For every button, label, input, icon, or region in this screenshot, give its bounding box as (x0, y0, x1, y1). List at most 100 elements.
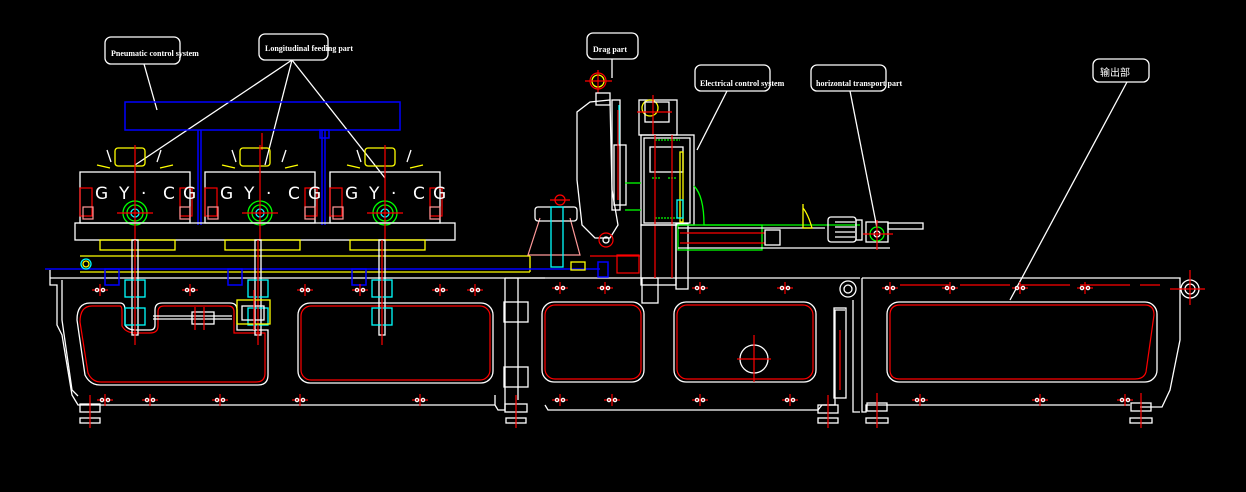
leader-line (291, 59, 386, 179)
bolt-marker (692, 394, 708, 406)
leader-line (134, 59, 293, 166)
bolt-hole (300, 397, 306, 403)
bolt-hole (434, 287, 440, 293)
leveling-foot (504, 395, 528, 428)
leveling-foot (817, 395, 839, 428)
bolt-marker (212, 394, 228, 406)
bolt-hole (694, 397, 700, 403)
bolt-marker (142, 394, 158, 406)
head-letter: Y (118, 184, 130, 204)
callout-horizontal: horizontal transport part (810, 64, 903, 229)
leader-line (264, 59, 293, 166)
lift-columns (104, 239, 393, 345)
callout-box (104, 36, 181, 65)
bolt-hole (299, 287, 305, 293)
callout-output: 输出部 (1009, 58, 1150, 301)
head-letter: · (141, 184, 146, 204)
bolt-hole (94, 287, 100, 293)
bolt-hole (190, 287, 196, 293)
bolt-marker (297, 284, 313, 296)
horizontal-transport (677, 204, 924, 251)
bolt-markers (92, 282, 1133, 406)
head-letter: Y (243, 184, 255, 204)
frame-middle (503, 277, 860, 428)
callout-drag: Drag part (586, 32, 639, 78)
bolt-hole (605, 285, 611, 291)
callout-label: horizontal transport part (816, 79, 903, 88)
callout-electrical: Electrical control system (694, 64, 785, 151)
head-letter: · (266, 184, 271, 204)
bolt-hole (420, 397, 426, 403)
bolt-hole (700, 397, 706, 403)
bolt-hole (1040, 397, 1046, 403)
bolt-marker (1012, 282, 1028, 294)
bolt-hole (700, 285, 706, 291)
bolt-hole (560, 285, 566, 291)
leader-line (696, 90, 728, 151)
bolt-hole (790, 397, 796, 403)
lift-column (351, 239, 393, 345)
side-cylinder (179, 187, 193, 217)
bolt-hole (360, 287, 366, 293)
side-block (207, 206, 219, 220)
leader-line (1009, 81, 1128, 301)
bolt-hole (1125, 397, 1131, 403)
bolt-hole (99, 397, 105, 403)
bolt-hole (1085, 285, 1091, 291)
bolt-hole (1119, 397, 1125, 403)
bolt-hole (890, 285, 896, 291)
bolt-hole (785, 285, 791, 291)
bolt-marker (182, 284, 198, 296)
drag-part (527, 70, 640, 278)
leveling-foot (865, 393, 889, 428)
bolt-hole (294, 397, 300, 403)
side-block (332, 206, 344, 220)
pneumatic-fitting (351, 268, 367, 286)
bolt-hole (305, 287, 311, 293)
lift-column (227, 239, 269, 345)
bolt-hole (354, 287, 360, 293)
callout-label: Electrical control system (700, 79, 785, 88)
guide-bracket (106, 149, 162, 163)
bolt-hole (469, 287, 475, 293)
bolt-marker (1117, 394, 1133, 406)
head-letter: G (183, 184, 196, 204)
pneumatic-fitting (104, 268, 120, 286)
bolt-hole (554, 285, 560, 291)
leader-line (143, 63, 158, 111)
head-letter: G (345, 184, 358, 204)
bolt-marker (352, 284, 368, 296)
bolt-marker (1032, 394, 1048, 406)
frame-left (49, 270, 528, 428)
guide-bracket (231, 149, 287, 163)
bolt-hole (606, 397, 612, 403)
bolt-hole (184, 287, 190, 293)
callout-label: Pneumatic control system (111, 49, 199, 58)
bolt-marker (292, 394, 308, 406)
lift-column (104, 239, 146, 345)
pneumatic-manifold (124, 101, 401, 225)
frame-output (839, 270, 1205, 428)
bolt-marker (942, 282, 958, 294)
bolt-marker (777, 282, 793, 294)
head-letter: G (308, 184, 321, 204)
bolt-marker (97, 394, 113, 406)
side-block (179, 206, 191, 220)
bolt-hole (944, 285, 950, 291)
callout-box (694, 64, 771, 92)
callout-box (1092, 58, 1150, 83)
spring-arm (346, 164, 424, 169)
bolt-marker (432, 284, 448, 296)
head-letter: G (433, 184, 446, 204)
head-letter: G (220, 184, 233, 204)
bolt-hole (1020, 285, 1026, 291)
bolt-hole (784, 397, 790, 403)
bolt-hole (414, 397, 420, 403)
callout-pneumatic: Pneumatic control system (104, 36, 199, 111)
electrical-control-cabinet (625, 95, 860, 290)
